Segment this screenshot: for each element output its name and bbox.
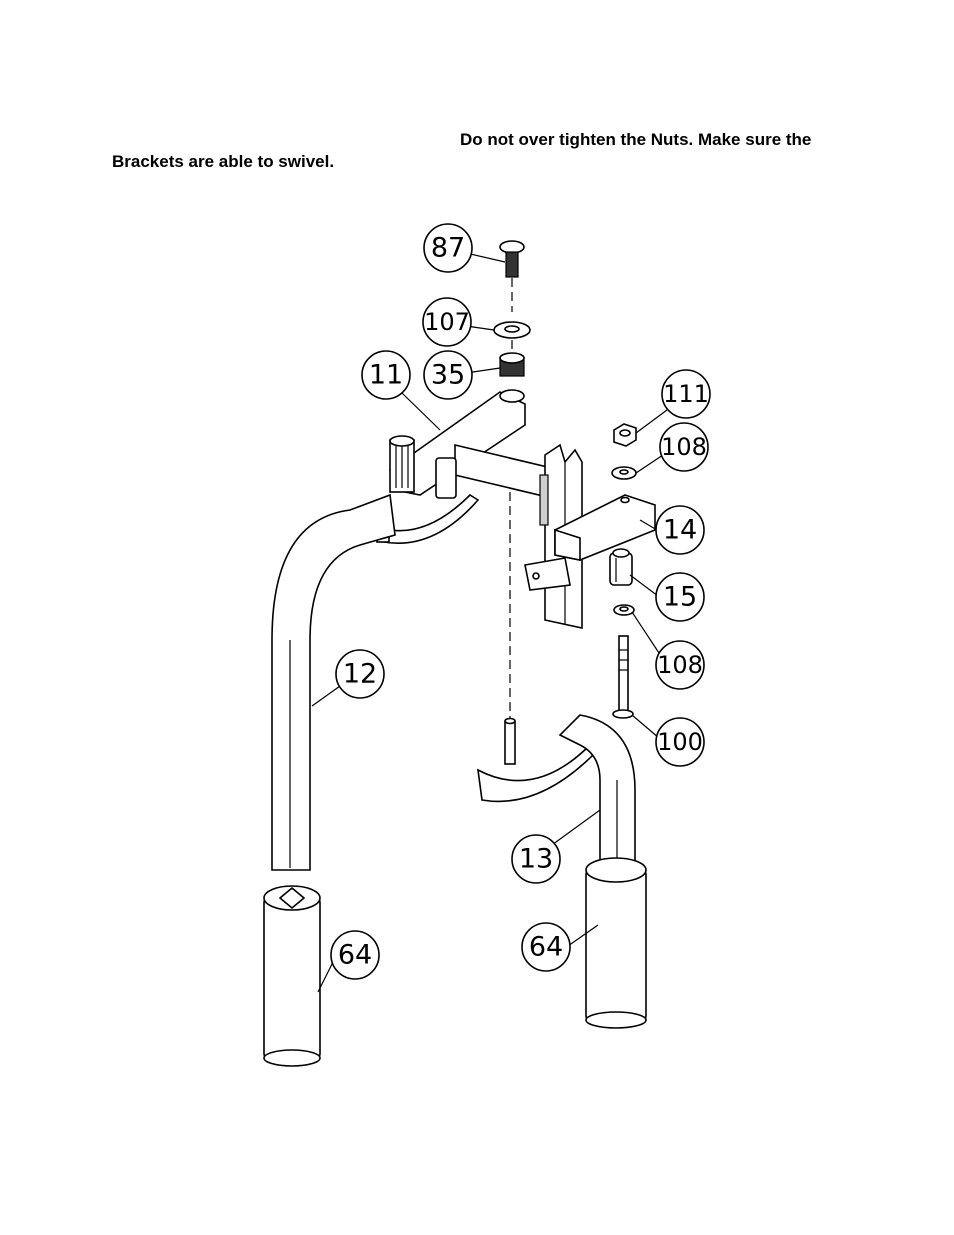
callout-64-left-label: 64 xyxy=(338,940,372,971)
leader-lines xyxy=(311,252,668,993)
callout-64-right: 64 xyxy=(521,922,571,972)
callout-12-label: 12 xyxy=(343,659,377,690)
bracket-14 xyxy=(524,494,656,591)
instruction-line-1: Do not over tighten the Nuts. Make sure … xyxy=(460,130,812,149)
callout-11: 11 xyxy=(361,350,411,400)
callout-111-label: 111 xyxy=(663,380,709,408)
callout-13: 13 xyxy=(511,834,561,884)
tube-12 xyxy=(271,493,396,871)
bolt-87 xyxy=(499,240,525,278)
callout-100-label: 100 xyxy=(657,728,703,756)
callout-108-upper: 108 xyxy=(659,422,709,472)
callout-15: 15 xyxy=(655,572,705,622)
bushing-15 xyxy=(609,548,633,586)
callout-15-label: 15 xyxy=(663,582,697,613)
bushing-35 xyxy=(499,352,525,377)
callout-107: 107 xyxy=(422,297,472,347)
callout-108-upper-label: 108 xyxy=(661,433,707,461)
callout-14: 14 xyxy=(655,505,705,555)
tube-13 xyxy=(558,714,636,871)
washer-108-upper xyxy=(611,466,637,480)
callout-87: 87 xyxy=(423,223,473,273)
callout-35: 35 xyxy=(423,350,473,400)
instruction-line-2: Brackets are able to swivel. xyxy=(112,152,335,171)
foam-grip-64-right xyxy=(585,857,647,1029)
washer-107 xyxy=(493,321,531,339)
callout-64-right-label: 64 xyxy=(529,932,563,963)
callout-35-label: 35 xyxy=(431,360,465,391)
callout-111: 111 xyxy=(661,369,711,419)
callout-11-label: 11 xyxy=(369,360,403,391)
foam-grip-64-left xyxy=(263,885,321,1067)
callout-108-lower: 108 xyxy=(655,640,705,690)
callout-107-label: 107 xyxy=(424,308,470,336)
callout-13-label: 13 xyxy=(519,844,553,875)
callout-12: 12 xyxy=(335,649,385,699)
callout-108-lower-label: 108 xyxy=(657,651,703,679)
washer-108-lower xyxy=(613,604,635,616)
bolt-100 xyxy=(612,635,634,719)
nut-111 xyxy=(613,423,637,447)
callout-100: 100 xyxy=(655,717,705,767)
callout-87-label: 87 xyxy=(431,233,465,264)
callout-64-left: 64 xyxy=(330,930,380,980)
frame-arm-11 xyxy=(389,389,561,502)
callout-14-label: 14 xyxy=(663,515,697,546)
